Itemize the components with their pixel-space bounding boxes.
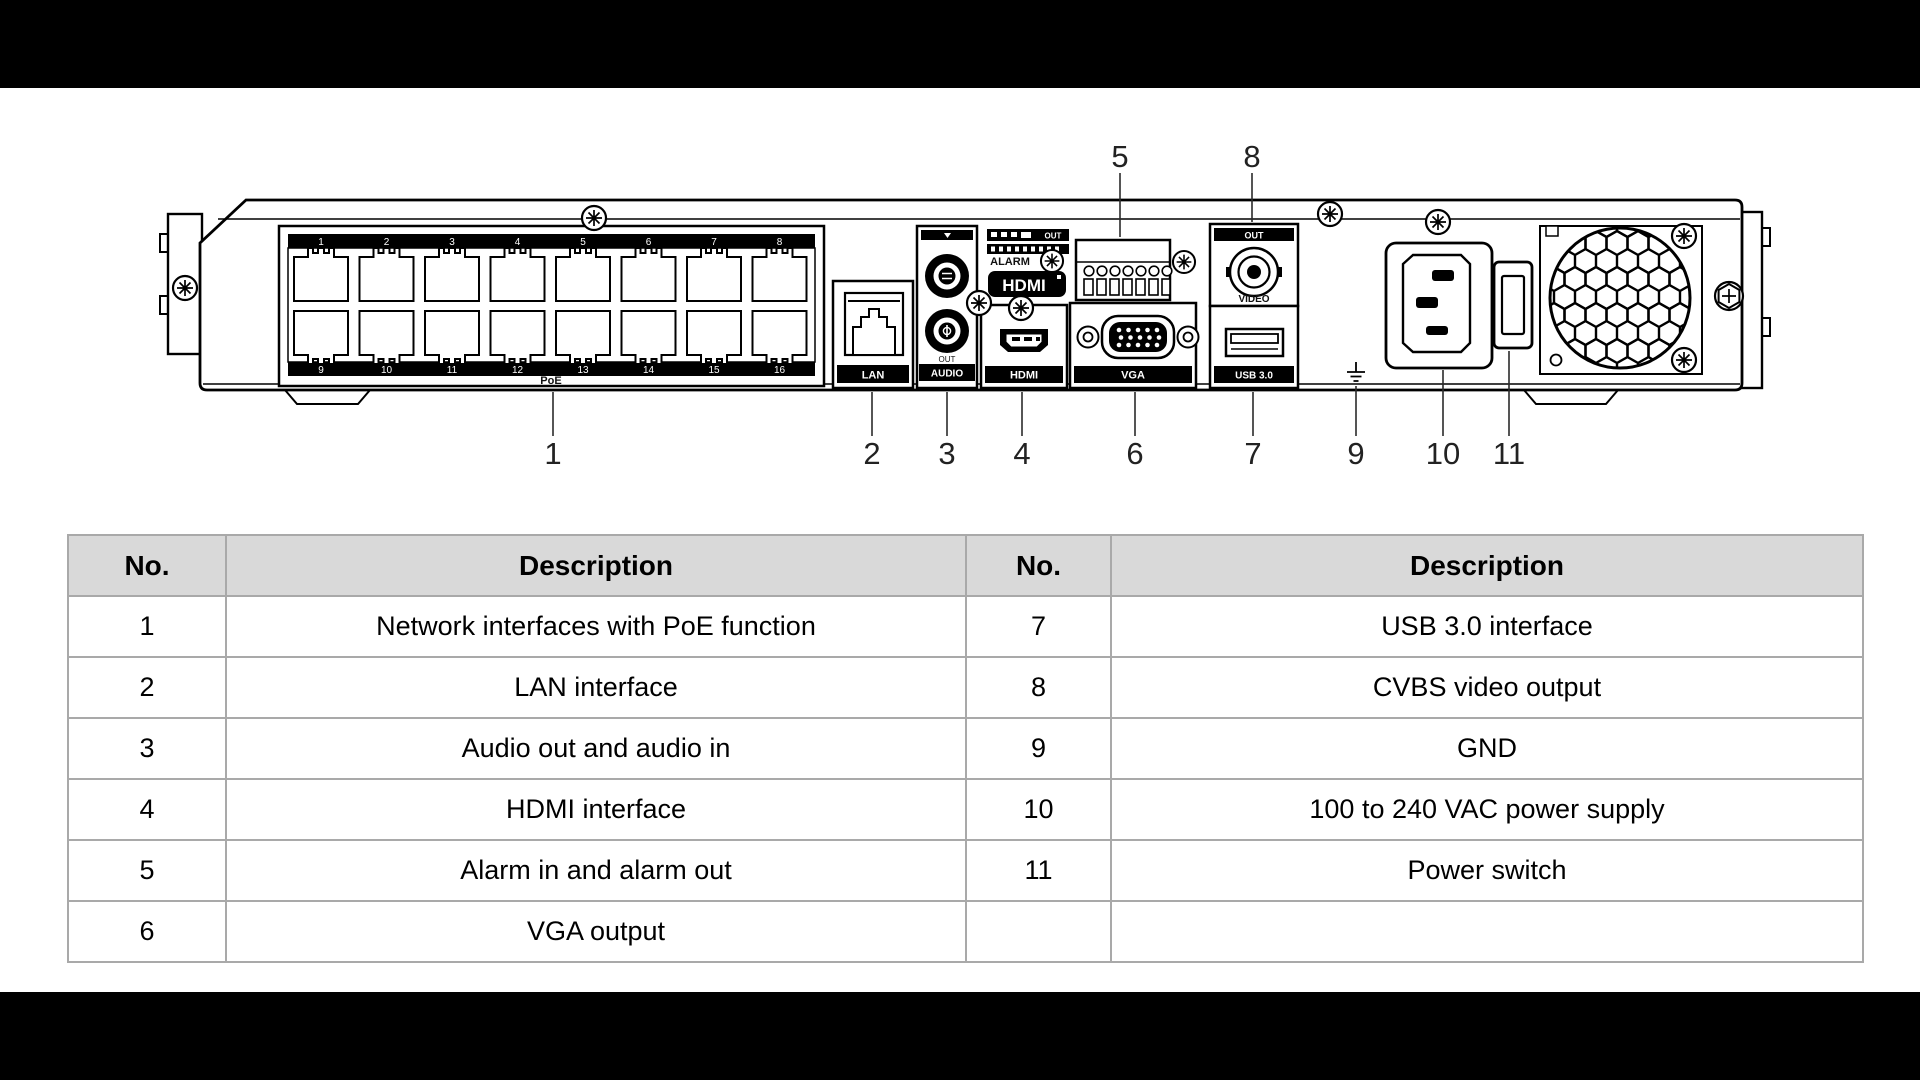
alarm-label: ALARM (990, 256, 1030, 268)
no-cell: 11 (965, 839, 1112, 902)
poe-port-block: 1 2 3 4 5 6 7 8 9 10 11 12 13 14 15 16 P… (277, 224, 826, 388)
audio-ports: OUT AUDIO (915, 224, 979, 390)
usb-label: USB 3.0 (1235, 371, 1273, 382)
no-cell: 6 (67, 900, 227, 963)
usb-port: USB 3.0 (1208, 304, 1300, 390)
desc-cell: Audio out and audio in (225, 717, 967, 780)
callout-6: 6 (1126, 436, 1143, 471)
svg-text:13: 13 (577, 365, 589, 376)
callout-leader-lines (552, 173, 1510, 436)
no-cell: 7 (965, 595, 1112, 658)
table-row: 5 Alarm in and alarm out 11 Power switch (67, 839, 1864, 902)
hdmi-logo-badge: HDMI (988, 271, 1066, 297)
desc-cell: CVBS video output (1110, 656, 1864, 719)
svg-text:5: 5 (580, 237, 586, 248)
table-row: 2 LAN interface 8 CVBS video output (67, 656, 1864, 719)
callout-numbers: 5 8 1 2 3 4 6 7 9 10 11 (544, 139, 1525, 471)
header-no-right: No. (965, 534, 1112, 597)
svg-text:4: 4 (515, 237, 521, 248)
table-row: 3 Audio out and audio in 9 GND (67, 717, 1864, 780)
chassis-feet (282, 389, 1621, 405)
no-cell: 10 (965, 778, 1112, 841)
header-no-left: No. (67, 534, 227, 597)
alarm-out-label: OUT (1045, 232, 1062, 241)
desc-cell (1110, 900, 1864, 963)
ports-description-table: No. Description No. Description 1 Networ… (67, 534, 1864, 963)
power-switch (1492, 260, 1534, 350)
callout-5: 5 (1111, 139, 1128, 174)
no-cell: 5 (67, 839, 227, 902)
svg-text:9: 9 (318, 365, 324, 376)
svg-text:14: 14 (643, 365, 655, 376)
svg-text:7: 7 (711, 237, 717, 248)
desc-cell: VGA output (225, 900, 967, 963)
callout-1: 1 (544, 436, 561, 471)
vga-port: VGA (1068, 301, 1200, 390)
audio-out-rca (925, 254, 969, 298)
alarm-badge: OUT ALARM (987, 229, 1069, 268)
desc-cell: 100 to 240 VAC power supply (1110, 778, 1864, 841)
hdmi-port-label: HDMI (1010, 370, 1038, 382)
video-label: VIDEO (1238, 294, 1269, 305)
poe-label: PoE (540, 375, 561, 387)
header-desc-right: Description (1110, 534, 1864, 597)
desc-cell: HDMI interface (225, 778, 967, 841)
svg-text:3: 3 (449, 237, 455, 248)
audio-label: AUDIO (931, 369, 963, 380)
table-row: 1 Network interfaces with PoE function 7… (67, 595, 1864, 658)
svg-text:6: 6 (646, 237, 652, 248)
alarm-terminal-block (1074, 238, 1173, 302)
svg-text:2: 2 (384, 237, 390, 248)
lan-port: LAN (831, 279, 915, 390)
desc-cell: Alarm in and alarm out (225, 839, 967, 902)
callout-2: 2 (863, 436, 880, 471)
header-desc-left: Description (225, 534, 967, 597)
ground-symbol (1347, 362, 1365, 382)
callout-4: 4 (1013, 436, 1030, 471)
svg-text:10: 10 (381, 365, 393, 376)
no-cell: 8 (965, 656, 1112, 719)
lan-label: LAN (862, 370, 885, 382)
svg-text:11: 11 (447, 365, 458, 376)
callout-3: 3 (938, 436, 955, 471)
no-cell: 2 (67, 656, 227, 719)
vga-pins (1116, 327, 1162, 348)
desc-cell: LAN interface (225, 656, 967, 719)
table-row: 4 HDMI interface 10 100 to 240 VAC power… (67, 778, 1864, 841)
poe-port-numbers: 1 2 3 4 5 6 7 8 9 10 11 12 13 14 15 16 (318, 237, 785, 376)
fan-grille (1539, 225, 1703, 375)
callout-11: 11 (1493, 436, 1525, 471)
no-cell: 3 (67, 717, 227, 780)
video-out-port: OUT VIDEO (1208, 222, 1300, 308)
callout-9: 9 (1347, 436, 1364, 471)
table-header-row: No. Description No. Description (67, 534, 1864, 597)
video-out-chip-label: OUT (1245, 231, 1265, 241)
desc-cell: USB 3.0 interface (1110, 595, 1864, 658)
vga-label: VGA (1121, 370, 1145, 382)
svg-text:8: 8 (777, 237, 783, 248)
callout-8: 8 (1243, 139, 1260, 174)
desc-cell: Network interfaces with PoE function (225, 595, 967, 658)
table-row: 6 VGA output (67, 900, 1864, 963)
hdmi-logo-label: HDMI (1002, 276, 1045, 295)
desc-cell: GND (1110, 717, 1864, 780)
no-cell (965, 900, 1112, 963)
callout-7: 7 (1244, 436, 1261, 471)
power-inlet (1384, 241, 1494, 370)
svg-text:16: 16 (774, 365, 786, 376)
desc-cell: Power switch (1110, 839, 1864, 902)
callout-10: 10 (1426, 436, 1460, 471)
svg-text:12: 12 (512, 365, 524, 376)
svg-text:1: 1 (318, 237, 324, 248)
no-cell: 1 (67, 595, 227, 658)
no-cell: 9 (965, 717, 1112, 780)
audio-out-label: OUT (939, 355, 956, 364)
svg-text:15: 15 (708, 365, 720, 376)
audio-in-rca (925, 309, 969, 353)
no-cell: 4 (67, 778, 227, 841)
